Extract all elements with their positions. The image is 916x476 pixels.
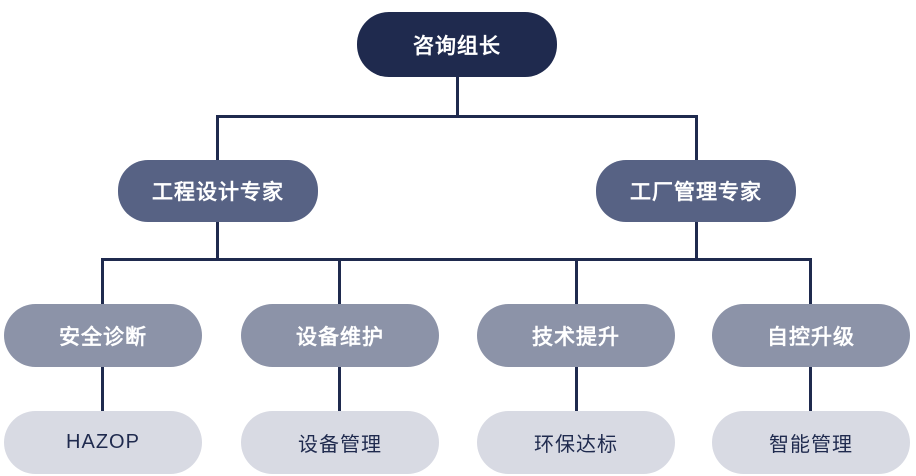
node-safety-diagnosis: 安全诊断 [4, 304, 202, 367]
node-consult-leader: 咨询组长 [357, 12, 557, 77]
connector-sub2-drop [338, 366, 341, 412]
connector-root-drop [456, 77, 459, 117]
node-intelligent-management: 智能管理 [712, 411, 910, 474]
connector-sub3-drop [575, 366, 578, 412]
node-hazop: HAZOP [4, 411, 202, 474]
connector-rail-level2 [216, 115, 698, 118]
node-environmental-compliance: 环保达标 [477, 411, 675, 474]
node-engineering-design-expert: 工程设计专家 [118, 160, 318, 222]
node-technology-improvement: 技术提升 [477, 304, 675, 367]
connector-service1-drop [101, 258, 104, 305]
connector-expert1-down [216, 221, 219, 259]
connector-sub1-drop [101, 366, 104, 412]
node-plant-management-expert: 工厂管理专家 [596, 160, 796, 222]
connector-expert2-up [695, 115, 698, 161]
connector-service4-drop [809, 258, 812, 305]
connector-rail-level3 [101, 258, 812, 261]
node-equipment-management: 设备管理 [241, 411, 439, 474]
connector-service3-drop [575, 258, 578, 305]
connector-sub4-drop [809, 366, 812, 412]
connector-expert1-up [216, 115, 219, 161]
connector-service2-drop [338, 258, 341, 305]
connector-expert2-down [695, 221, 698, 259]
node-equipment-maintenance: 设备维护 [241, 304, 439, 367]
node-automation-upgrade: 自控升级 [712, 304, 910, 367]
